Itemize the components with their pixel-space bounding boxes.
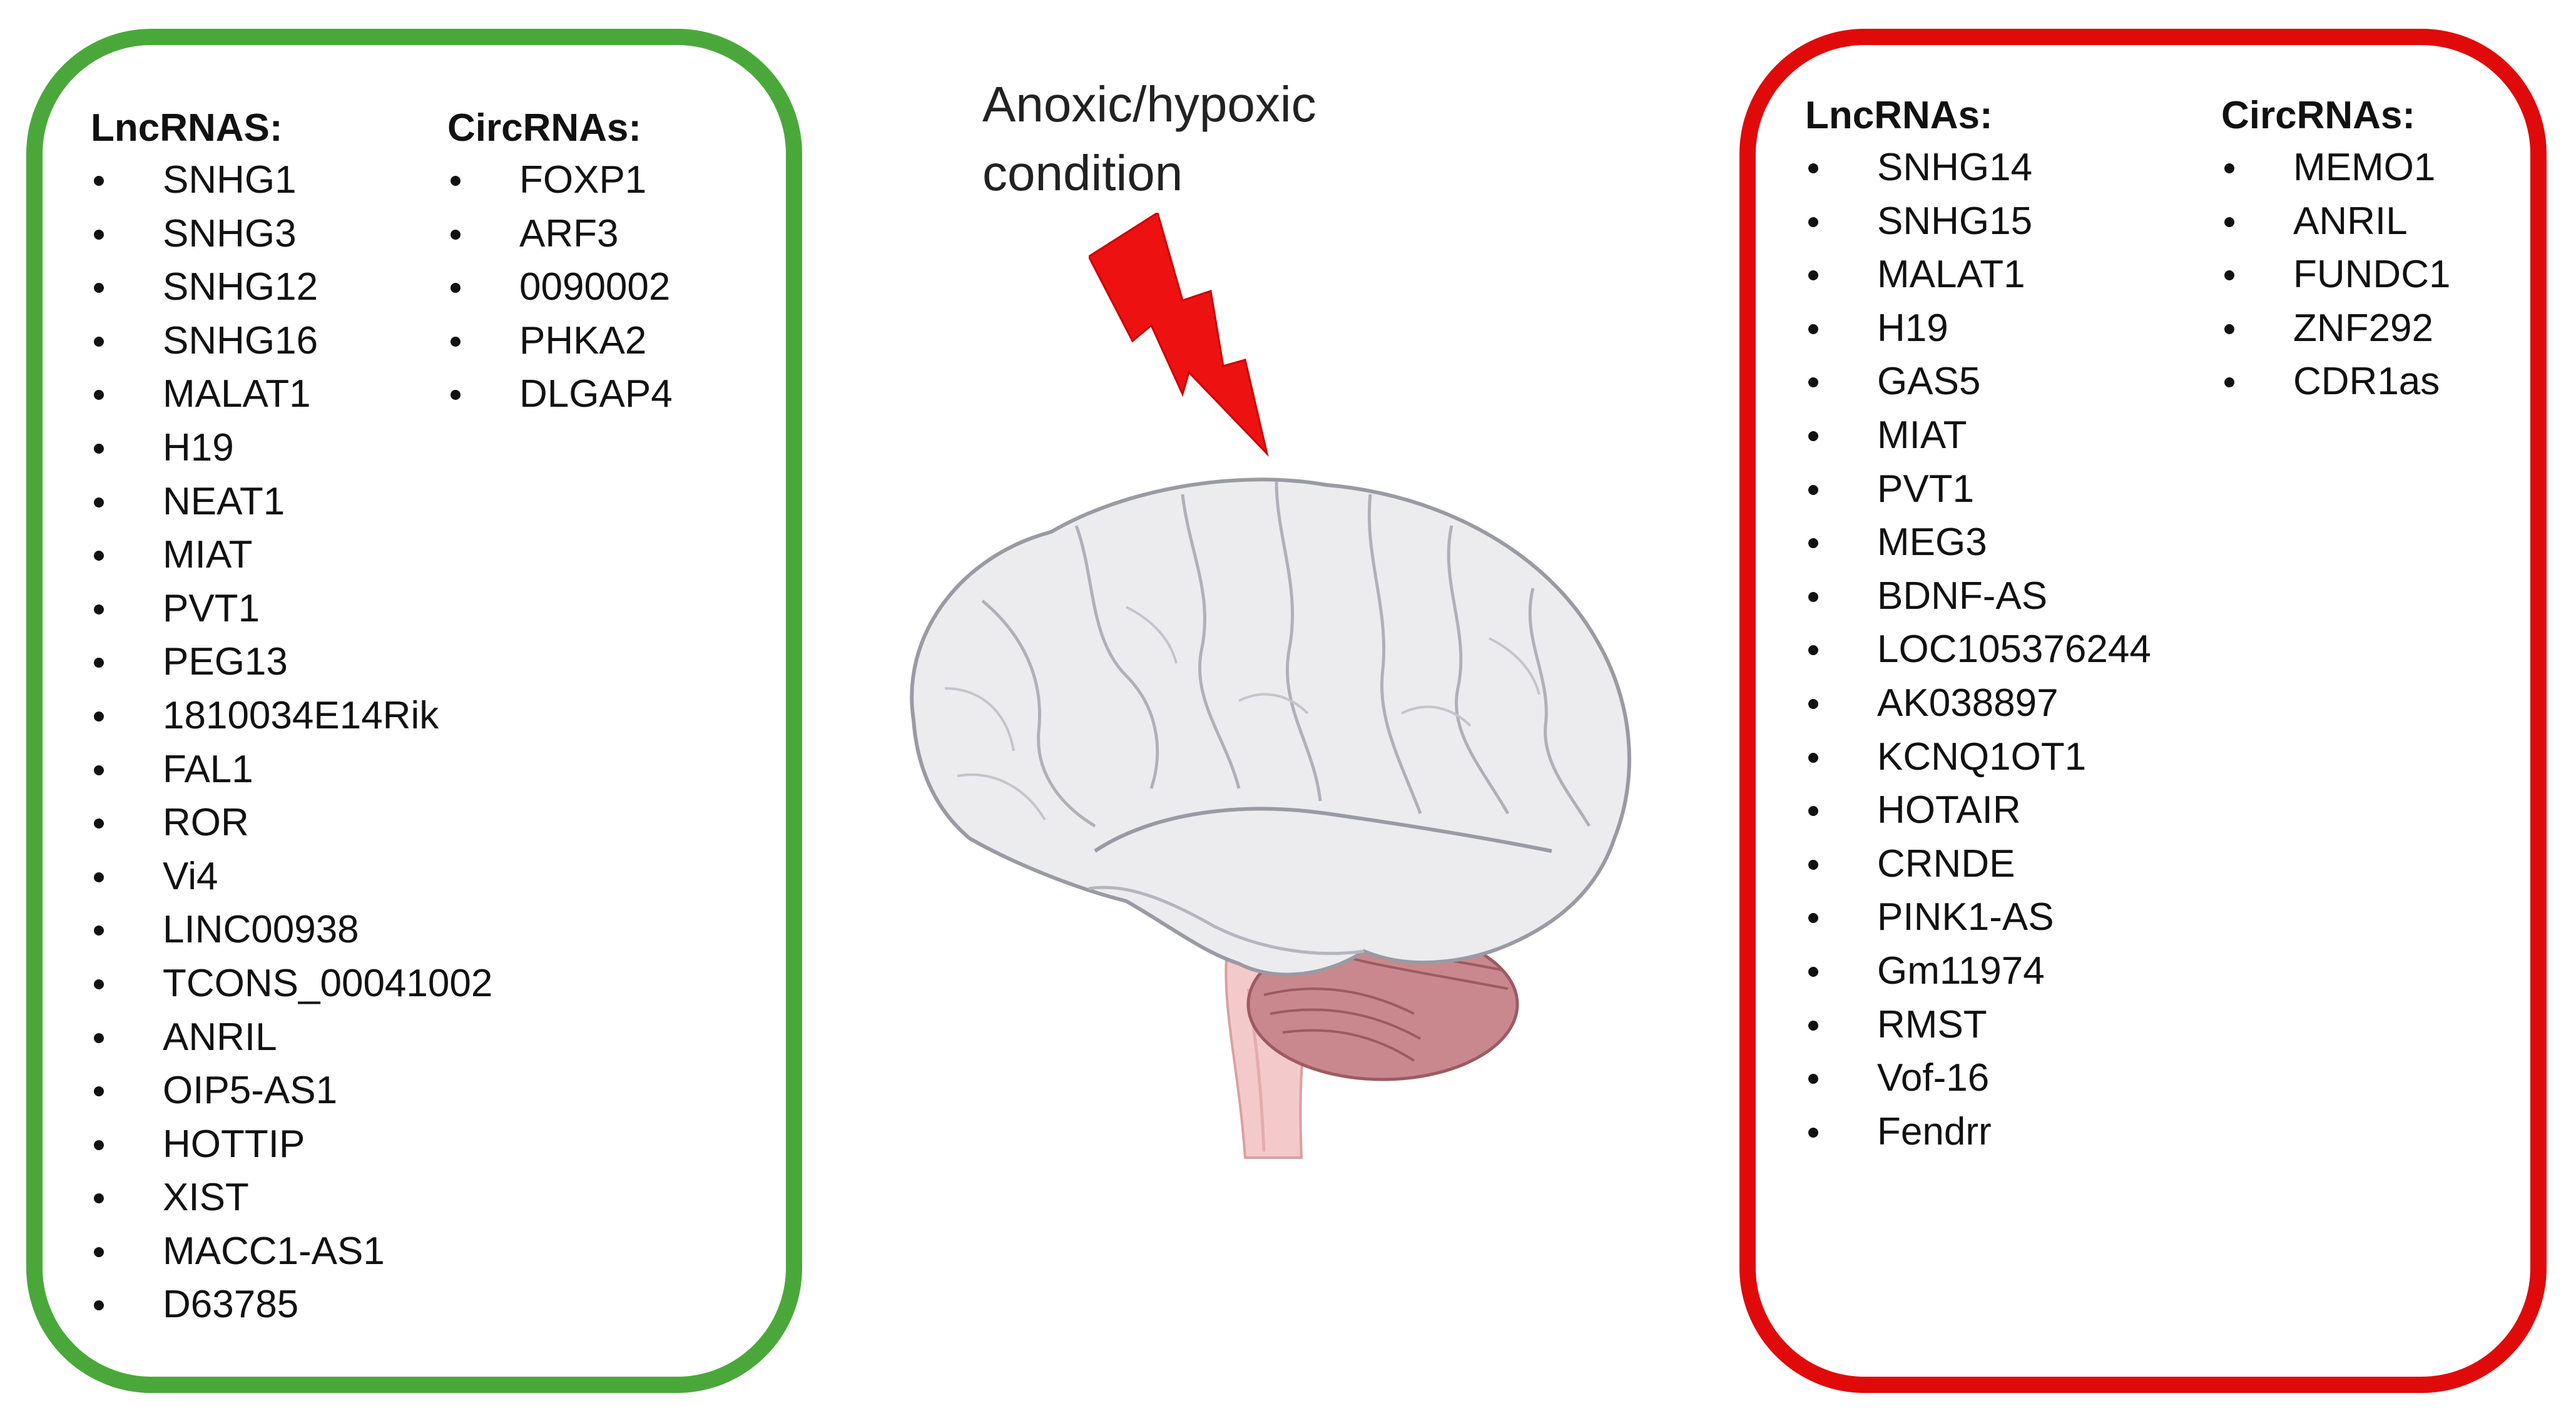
gene-list-item: SNHG12: [91, 260, 492, 314]
condition-label: Anoxic/hypoxic condition: [982, 76, 1316, 201]
right-circrna-heading: CircRNAs:: [2221, 94, 2416, 137]
gene-list-item: H19: [1805, 302, 2151, 355]
gene-list-item: 0090002: [447, 260, 673, 314]
gene-list-item: ZNF292: [2221, 302, 2450, 355]
gene-list-item: SNHG14: [1805, 141, 2151, 195]
gene-list-item: XIST: [91, 1171, 492, 1225]
gene-list-item: Gm11974: [1805, 944, 2151, 998]
gene-list-item: Vi4: [91, 850, 492, 904]
gene-list-item: BDNF-AS: [1805, 569, 2151, 623]
gene-list-item: MALAT1: [1805, 248, 2151, 302]
gene-list-item: LINC00938: [91, 903, 492, 957]
gene-list-item: ROR: [91, 796, 492, 850]
gene-list-item: PEG13: [91, 635, 492, 689]
gene-list-item: 1810034E14Rik: [91, 689, 492, 743]
gene-list-item: CRNDE: [1805, 837, 2151, 891]
left-circrna-heading: CircRNAs:: [447, 106, 642, 150]
gene-list-item: KCNQ1OT1: [1805, 730, 2151, 784]
gene-list-item: DLGAP4: [447, 367, 673, 421]
gene-list-item: Vof-16: [1805, 1051, 2151, 1105]
gene-list-item: TCONS_00041002: [91, 957, 492, 1011]
gene-list-item: D63785: [91, 1278, 492, 1332]
gene-list-item: MALAT1: [91, 367, 492, 421]
gene-list-item: Fendrr: [1805, 1105, 2151, 1159]
left-panel-border: [26, 29, 802, 1393]
gene-list-item: SNHG16: [91, 314, 492, 368]
gene-list-item: CDR1as: [2221, 355, 2450, 409]
gene-list-item: GAS5: [1805, 355, 2151, 409]
gene-list-item: ANRIL: [2221, 195, 2450, 248]
gene-list-item: MIAT: [1805, 409, 2151, 462]
gene-list-item: PHKA2: [447, 314, 673, 368]
gene-list-item: MIAT: [91, 528, 492, 582]
gene-list-item: PVT1: [91, 582, 492, 636]
gene-list-item: SNHG15: [1805, 195, 2151, 248]
gene-list-item: FAL1: [91, 743, 492, 797]
right-lncrna-heading: LncRNAs:: [1805, 94, 1993, 137]
gene-list-item: MEMO1: [2221, 141, 2450, 195]
gene-list-item: SNHG1: [91, 153, 492, 207]
right-panel-border: [1739, 29, 2547, 1393]
gene-list-item: HOTAIR: [1805, 783, 2151, 837]
gene-list-item: MACC1-AS1: [91, 1225, 492, 1278]
gene-list-item: FOXP1: [447, 153, 673, 207]
gene-list-item: HOTTIP: [91, 1118, 492, 1171]
gene-list-item: ANRIL: [91, 1011, 492, 1064]
gene-list-item: RMST: [1805, 998, 2151, 1052]
gene-list-item: ARF3: [447, 207, 673, 261]
gene-list-item: AK038897: [1805, 676, 2151, 730]
gene-list-item: FUNDC1: [2221, 248, 2450, 302]
gene-list-item: PVT1: [1805, 462, 2151, 516]
lightning-bolt-icon: [1089, 213, 1269, 457]
gene-list-item: OIP5-AS1: [91, 1064, 492, 1118]
gene-list-item: H19: [91, 421, 492, 475]
gene-list-item: MEG3: [1805, 516, 2151, 569]
gene-list-item: SNHG3: [91, 207, 492, 261]
gene-list-item: LOC105376244: [1805, 623, 2151, 676]
gene-list-item: PINK1-AS: [1805, 890, 2151, 944]
left-lncrna-heading: LncRNAS:: [91, 106, 283, 150]
brain-illustration: [910, 477, 1631, 1159]
gene-list-item: NEAT1: [91, 475, 492, 529]
